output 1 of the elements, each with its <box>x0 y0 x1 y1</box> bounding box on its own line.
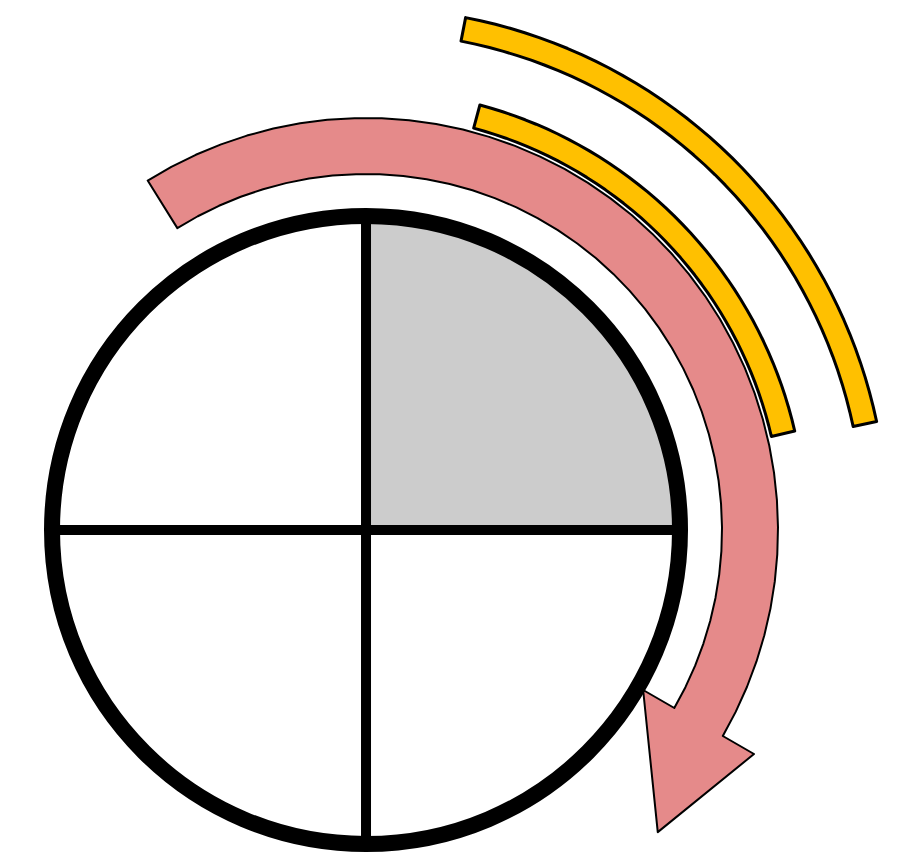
quadrant-circle <box>44 208 688 852</box>
